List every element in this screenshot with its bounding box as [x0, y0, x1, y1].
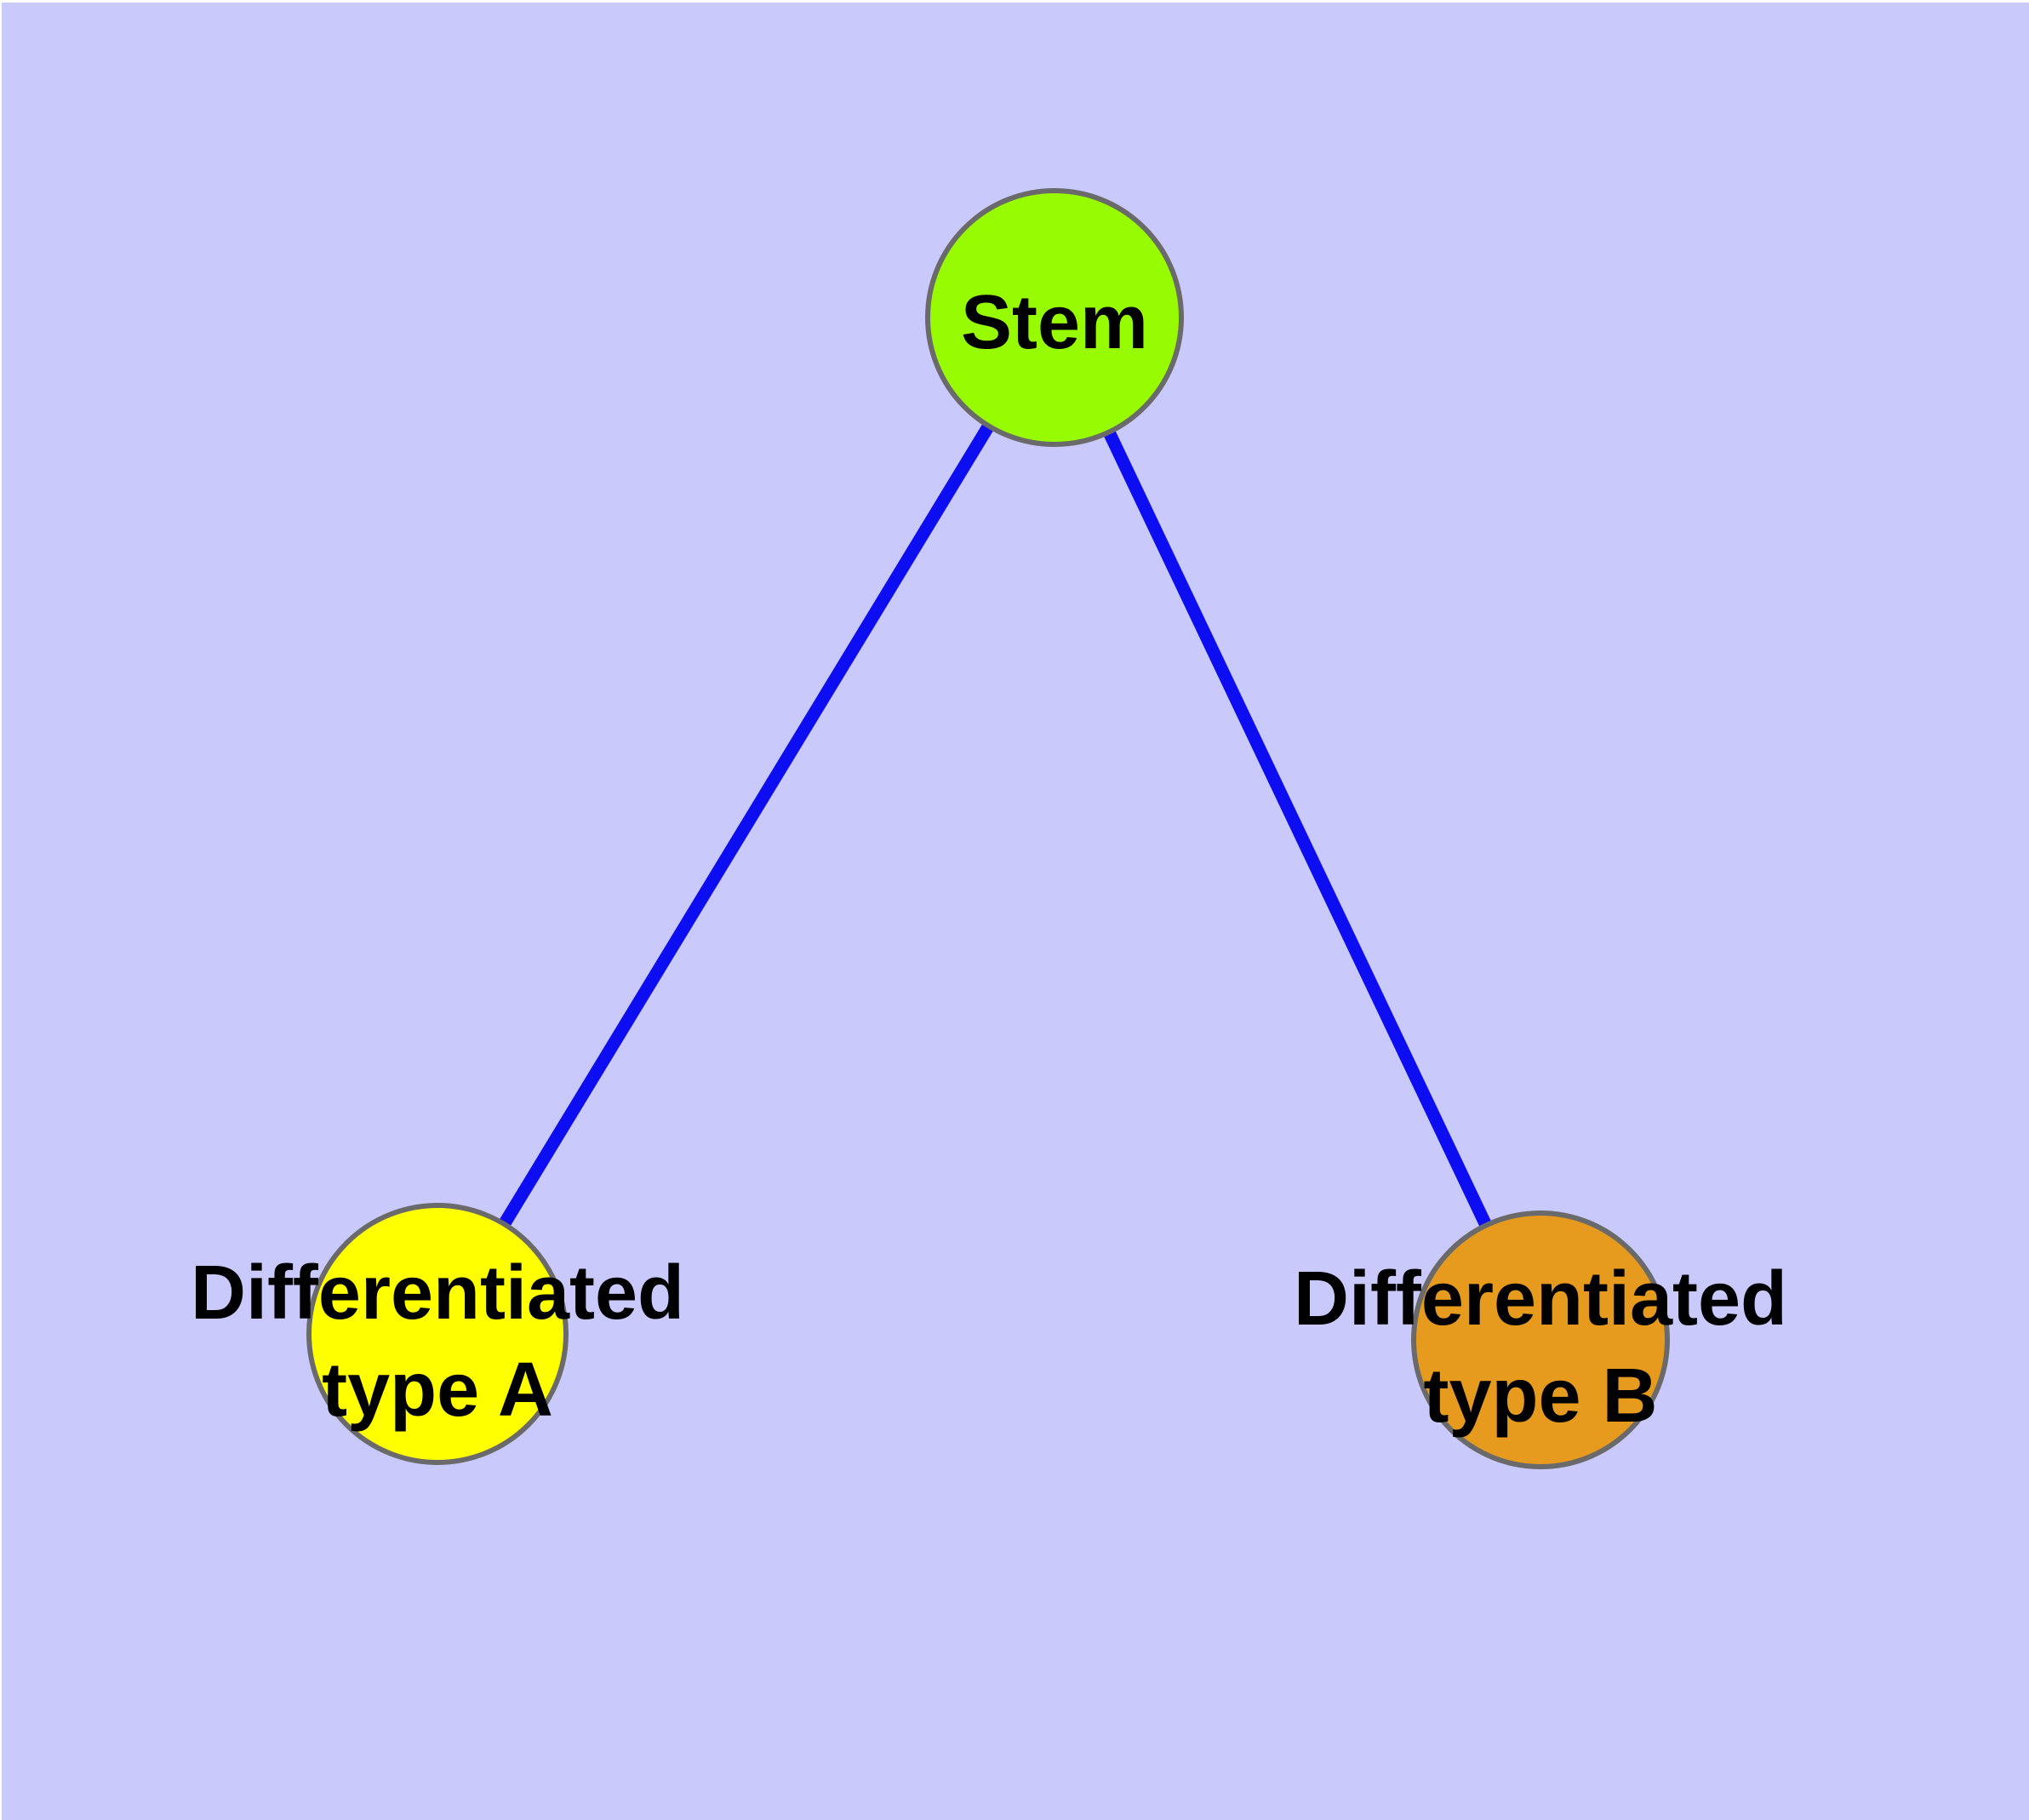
node-stem-circle	[925, 188, 1184, 447]
node-type-b-label-line-2: type B	[1423, 1354, 1657, 1439]
node-stem-label-line-1: Stem	[961, 280, 1148, 365]
node-type-b-circle	[1411, 1210, 1670, 1469]
node-type-b-label: Differentiated type B	[1294, 1256, 1787, 1439]
node-type-a-label-line-1: Differentiated	[191, 1251, 684, 1336]
node-type-a-circle	[306, 1203, 569, 1465]
node-type-b-label-line-1: Differentiated	[1294, 1256, 1787, 1342]
node-stem-label: Stem	[961, 280, 1148, 365]
edge-stem-to-type-a	[432, 314, 1060, 1337]
edge-stem-to-type-b	[1049, 314, 1546, 1343]
node-type-a-label-line-2: type A	[322, 1348, 553, 1433]
node-type-a-label: Differentiated type A	[191, 1251, 684, 1433]
